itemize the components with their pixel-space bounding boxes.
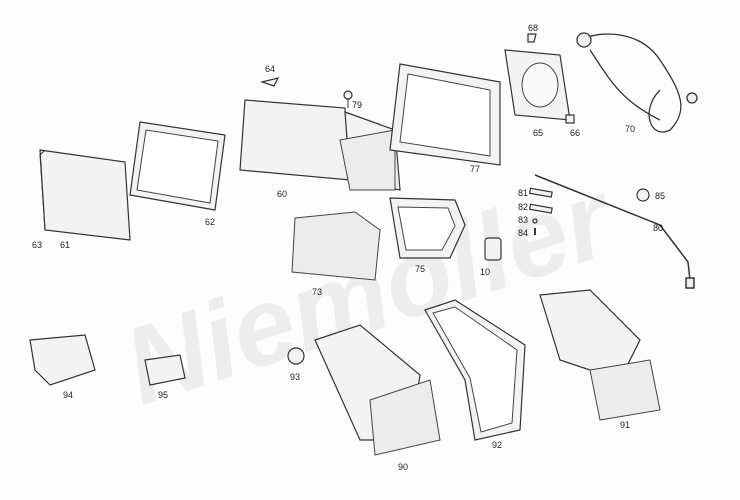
screw-79	[343, 90, 353, 108]
label-60: 60	[277, 189, 287, 199]
fog-lamp-94	[29, 334, 96, 386]
washer-83	[532, 218, 538, 224]
label-61: 61	[60, 240, 70, 250]
label-77: 77	[470, 164, 480, 174]
tail-lamp-90	[314, 324, 441, 456]
label-10: 10	[480, 267, 490, 277]
label-75: 75	[415, 264, 425, 274]
wiring-harness-70	[576, 32, 698, 133]
label-93: 93	[290, 372, 300, 382]
bulb-68	[527, 33, 537, 43]
plate-82	[528, 203, 553, 214]
label-80: 80	[653, 223, 663, 233]
grommet-93	[287, 347, 305, 365]
label-85: 85	[655, 191, 665, 201]
label-95: 95	[158, 390, 168, 400]
label-92: 92	[492, 440, 502, 450]
label-66: 66	[570, 128, 580, 138]
part-labels: 61 63 62 64 79 60 77 68 65 66 70 85 81 8…	[32, 23, 665, 472]
label-68: 68	[528, 23, 538, 33]
clip-64	[259, 77, 280, 87]
gasket-92	[424, 299, 526, 441]
label-94: 94	[63, 390, 73, 400]
label-73: 73	[312, 287, 322, 297]
label-83: 83	[518, 215, 528, 225]
label-81: 81	[518, 188, 528, 198]
label-62: 62	[205, 217, 215, 227]
relay-95	[144, 354, 186, 386]
grommet-85	[636, 188, 650, 202]
indicator-lens	[339, 129, 396, 191]
switch-10	[484, 237, 502, 261]
reflector-65	[504, 49, 571, 121]
label-79: 79	[352, 100, 362, 110]
frame-77	[389, 63, 501, 166]
headlamp-61	[39, 149, 131, 241]
label-64: 64	[265, 64, 275, 74]
label-82: 82	[518, 202, 528, 212]
label-70: 70	[625, 124, 635, 134]
frame-75	[389, 197, 466, 259]
label-91: 91	[620, 420, 630, 430]
label-63: 63	[32, 240, 42, 250]
plate-81	[528, 187, 553, 198]
label-90: 90	[398, 462, 408, 472]
tail-lamp-91	[539, 289, 661, 421]
cable-80	[534, 174, 695, 289]
label-65: 65	[533, 128, 543, 138]
label-84: 84	[518, 228, 528, 238]
clip-66	[565, 114, 575, 124]
indicator-lens-73	[291, 211, 381, 281]
gasket-62	[129, 121, 226, 211]
